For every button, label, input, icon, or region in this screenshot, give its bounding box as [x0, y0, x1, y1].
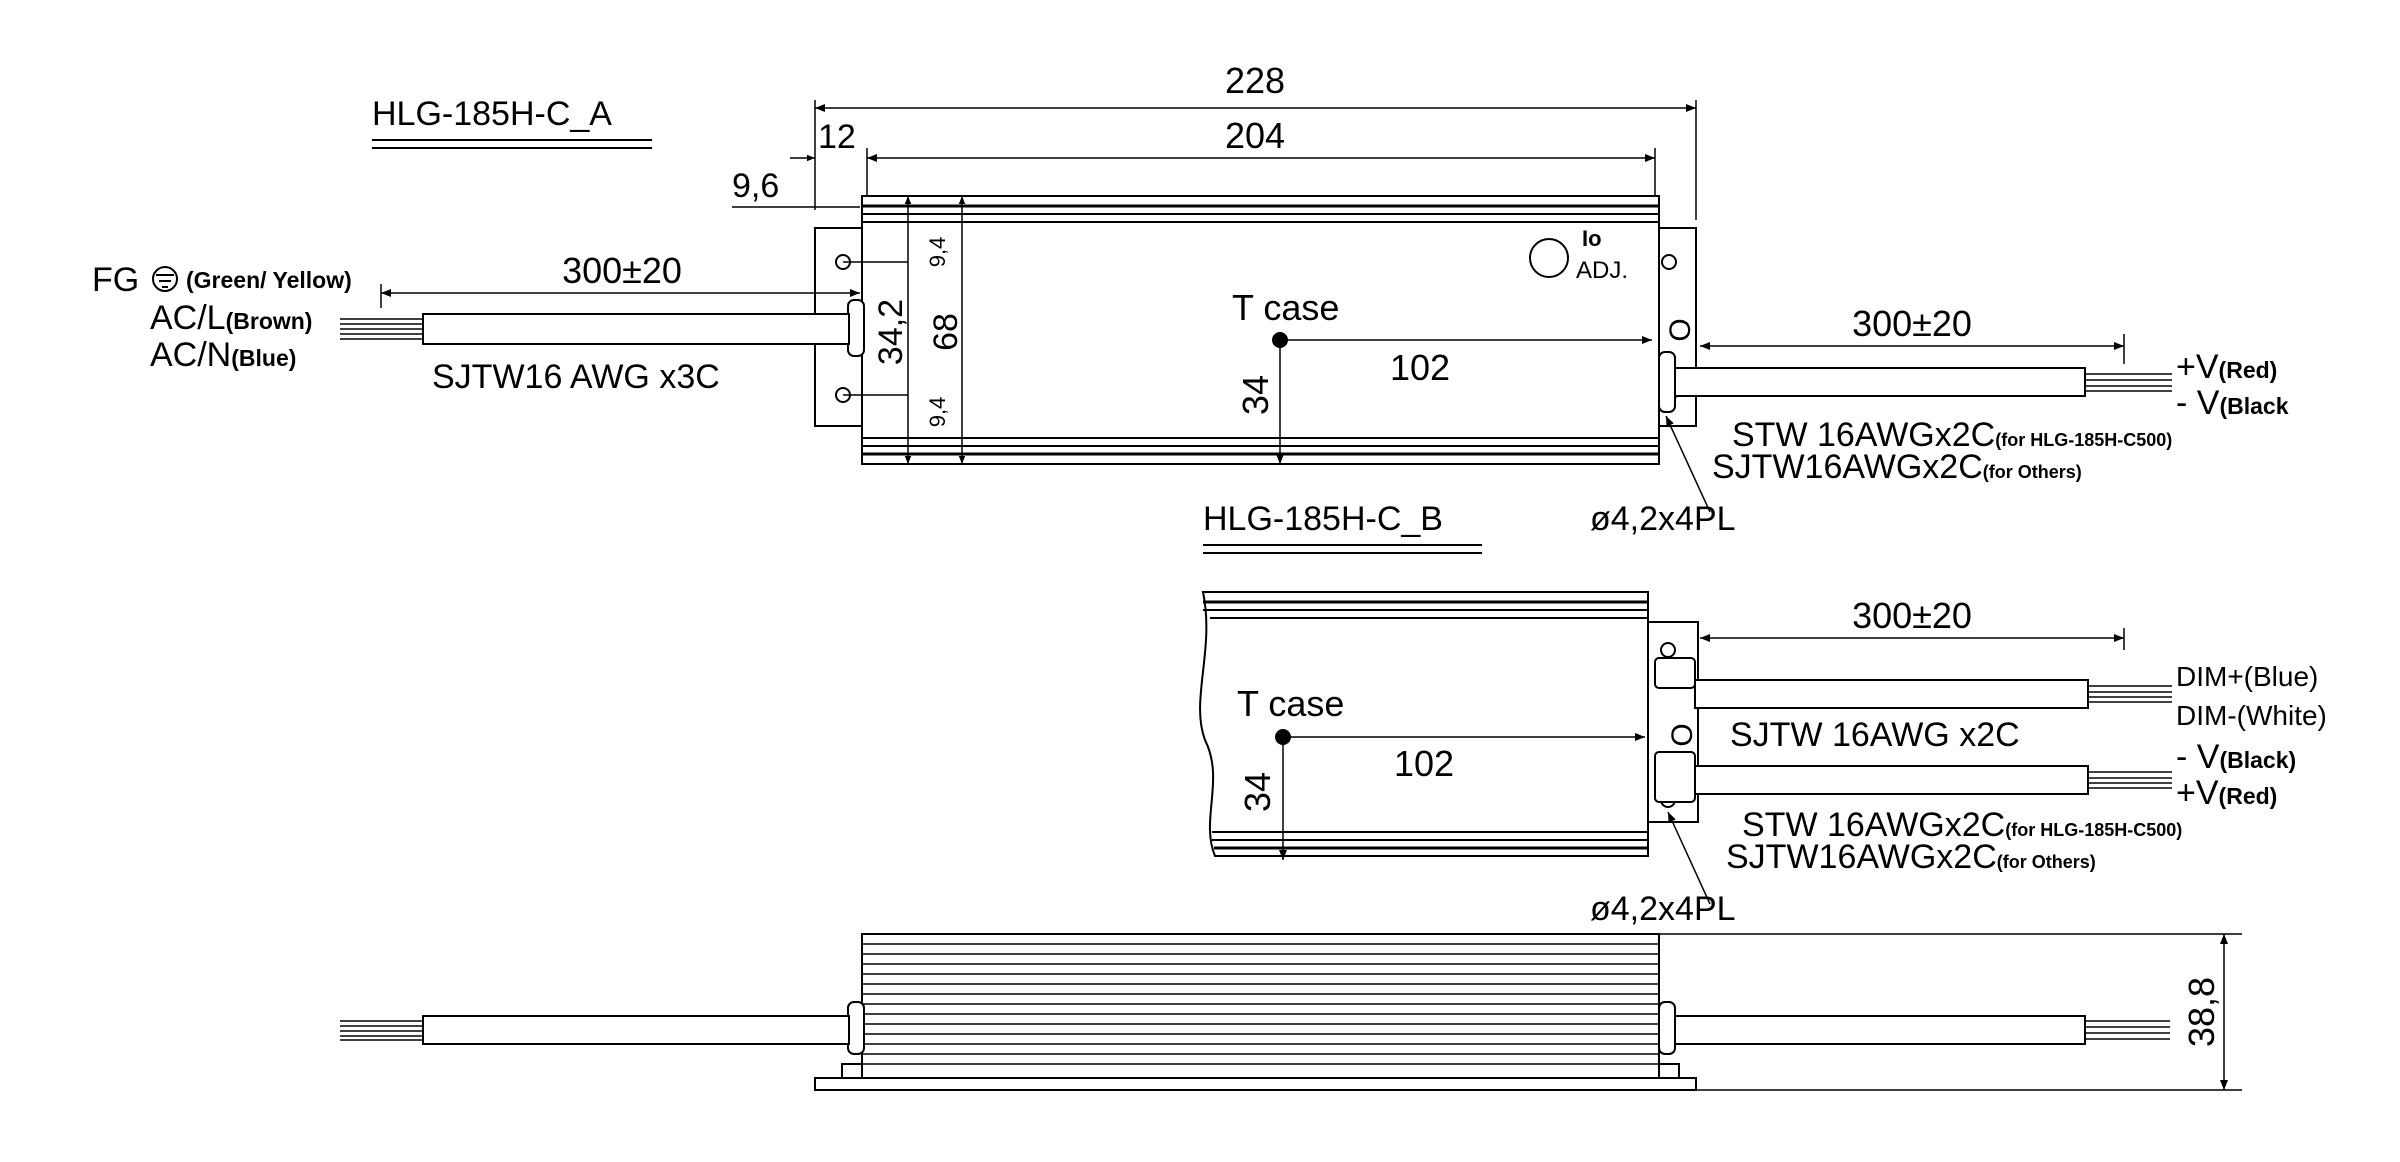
side-foot-left	[841, 1063, 863, 1079]
io-adj-potentiometer-icon	[1529, 238, 1569, 278]
housing-body	[861, 195, 1660, 465]
left-cable-gland	[847, 299, 865, 357]
view-b: HLG-185H-C_B O DIM+(Blue) DIM-(White) SJ…	[1199, 500, 2327, 928]
io-label: Io	[1582, 226, 1602, 251]
hole-leader	[1665, 415, 1711, 513]
hole-label: ø4,2x4PL	[1590, 500, 1736, 538]
side-housing	[861, 933, 1660, 1079]
tcase-label: T case	[1232, 287, 1339, 328]
view-b-tcase-label: T case	[1237, 683, 1344, 724]
view-b-gland-dim	[1654, 657, 1696, 689]
tcase-y-label: 34	[1235, 375, 1276, 415]
dim-mount-top-label: 9,4	[925, 237, 950, 268]
left-cable	[422, 313, 850, 345]
left-cable-length-label: 300±20	[562, 250, 682, 291]
view-b-spec-sjtw-label: SJTW16AWGx2C(for Others)	[1726, 838, 2096, 876]
view-b-vr-label: O	[1666, 723, 1699, 746]
dim-body-label: 204	[1225, 115, 1285, 156]
dimplus-label: DIM+(Blue)	[2176, 661, 2318, 692]
side-dim-height-label: 38,8	[2181, 977, 2222, 1047]
fg-color-label: (Green/ Yellow)	[186, 267, 352, 293]
fg-label: FG	[92, 261, 139, 299]
side-gland-right	[1658, 1001, 1676, 1055]
view-b-hole-leader	[1667, 811, 1711, 905]
view-b-tcase-x-label: 102	[1394, 743, 1454, 784]
dim-height-label: 68	[927, 313, 965, 351]
view-a: HLG-185H-C_A 228 204 12 9,6 68	[92, 60, 2289, 538]
tcase-x-label: 102	[1390, 347, 1450, 388]
view-a-title: HLG-185H-C_A	[372, 95, 612, 133]
dim-spec-label: SJTW 16AWG x2C	[1730, 716, 2020, 754]
view-b-output-cable	[1694, 765, 2089, 795]
acn-label: AC/N(Blue)	[150, 336, 296, 374]
spec-sjtw-label: SJTW16AWGx2C(for Others)	[1712, 448, 2082, 486]
view-b-vminus-label: - V(Black)	[2176, 738, 2296, 776]
view-b-spec-stw-label: STW 16AWGx2C(for HLG-185H-C500)	[1742, 806, 2182, 844]
acl-label: AC/L(Brown)	[150, 299, 312, 337]
vminus-label: - V(Black	[2176, 384, 2289, 422]
dim-cable	[1694, 679, 2089, 709]
spec-stw-label: STW 16AWGx2C(for HLG-185H-C500)	[1732, 416, 2172, 454]
side-foot-right	[1658, 1063, 1680, 1079]
vplus-label: +V(Red)	[2176, 348, 2277, 386]
side-cable-right	[1674, 1015, 2086, 1045]
ground-icon	[152, 266, 178, 292]
right-cable-length-label: 300±20	[1852, 303, 1972, 344]
right-cable-gland	[1658, 351, 1676, 413]
side-cable-left	[422, 1015, 850, 1045]
side-gland-left	[847, 1001, 865, 1055]
side-base-plate	[814, 1077, 1697, 1091]
dim-overall-label: 228	[1225, 60, 1285, 101]
view-b-gland-output	[1654, 751, 1696, 803]
right-cable	[1674, 367, 2086, 397]
side-view: 38,8	[340, 933, 2242, 1091]
view-b-vplus-label: +V(Red)	[2176, 774, 2277, 812]
left-cable-spec-label: SJTW16 AWG x3C	[432, 358, 720, 396]
dim-offset-x-label: 12	[818, 118, 856, 156]
view-b-title: HLG-185H-C_B	[1203, 500, 1443, 538]
view-b-housing	[1199, 591, 1649, 857]
mount-hole-tr	[1661, 254, 1677, 270]
view-b-hole-label: ø4,2x4PL	[1590, 890, 1736, 928]
vr-label: O	[1664, 318, 1697, 341]
view-b-tcase-y-label: 34	[1237, 772, 1278, 812]
dim-offset-y-label: 9,6	[732, 167, 779, 205]
adj-label: ADJ.	[1576, 257, 1628, 284]
side-fins	[862, 943, 1659, 1065]
dimminus-label: DIM-(White)	[2176, 700, 2327, 731]
dim-mount-spacing-label: 34,2	[872, 299, 910, 365]
dim-mount-bottom-label: 9,4	[925, 397, 950, 428]
view-b-cable-length-label: 300±20	[1852, 595, 1972, 636]
